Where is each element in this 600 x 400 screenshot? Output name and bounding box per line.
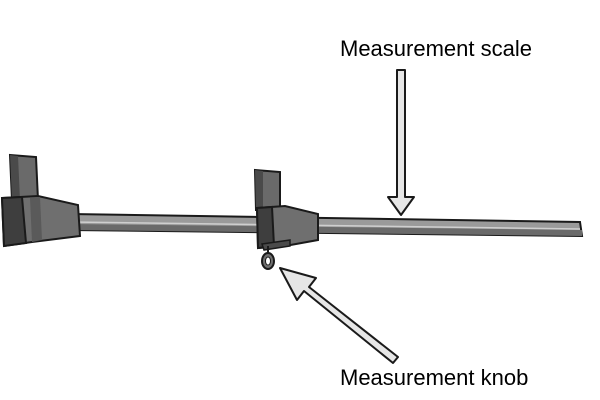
scale-pointer-arrow [387, 69, 415, 216]
measurement-knob [261, 246, 275, 270]
measurement-knob-label: Measurement knob [340, 365, 529, 390]
sliding-jaw [253, 168, 319, 251]
measurement-bar [69, 212, 584, 238]
measurement-scale-label: Measurement scale [340, 36, 532, 61]
knob-pointer-arrow [279, 267, 399, 364]
fixed-jaw [0, 153, 82, 248]
